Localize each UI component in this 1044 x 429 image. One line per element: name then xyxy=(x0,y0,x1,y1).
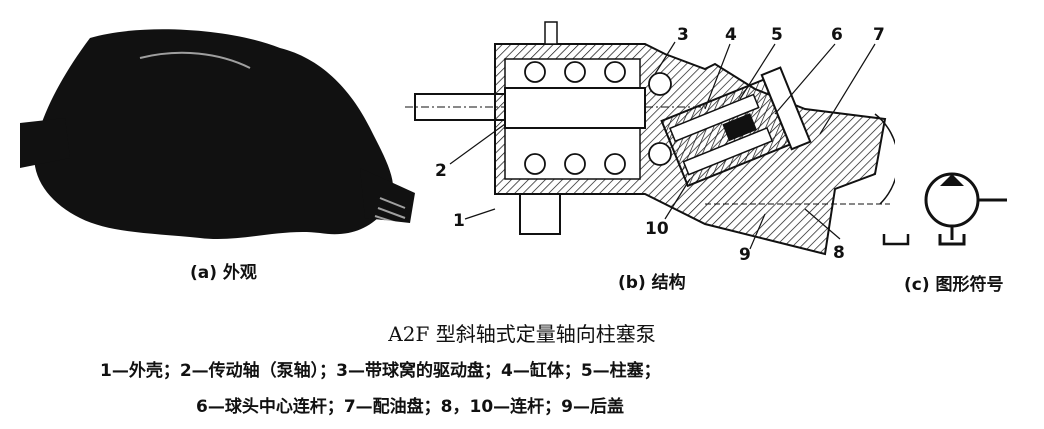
callout-8: 8 xyxy=(833,243,845,263)
pump-symbol-icon xyxy=(882,172,1007,246)
callout-5: 5 xyxy=(771,25,783,45)
callout-4: 4 xyxy=(725,25,737,45)
figure-title: A2F 型斜轴式定量轴向柱塞泵 xyxy=(388,322,656,346)
caption-structure: (b) 结构 xyxy=(618,273,686,293)
legend-line-2: 6—球头中心连杆；7—配油盘；8，10—连杆；9—后盖 xyxy=(196,397,624,417)
callout-6: 6 xyxy=(831,25,843,45)
callout-1: 1 xyxy=(453,211,465,231)
callout-3: 3 xyxy=(677,25,689,45)
callout-9: 9 xyxy=(739,245,751,264)
callout-10: 10 xyxy=(645,219,669,239)
cross-section-drawing: 1 2 3 4 5 6 7 8 9 10 β xyxy=(405,21,895,264)
exterior-photo xyxy=(20,29,415,240)
caption-symbol: (c) 图形符号 xyxy=(904,275,1004,295)
callout-2: 2 xyxy=(435,161,447,181)
legend-line-1: 1—外壳；2—传动轴（泵轴）；3—带球窝的驱动盘；4—缸体；5—柱塞； xyxy=(100,361,661,381)
callout-7: 7 xyxy=(873,25,885,45)
caption-exterior: (a) 外观 xyxy=(190,263,257,283)
